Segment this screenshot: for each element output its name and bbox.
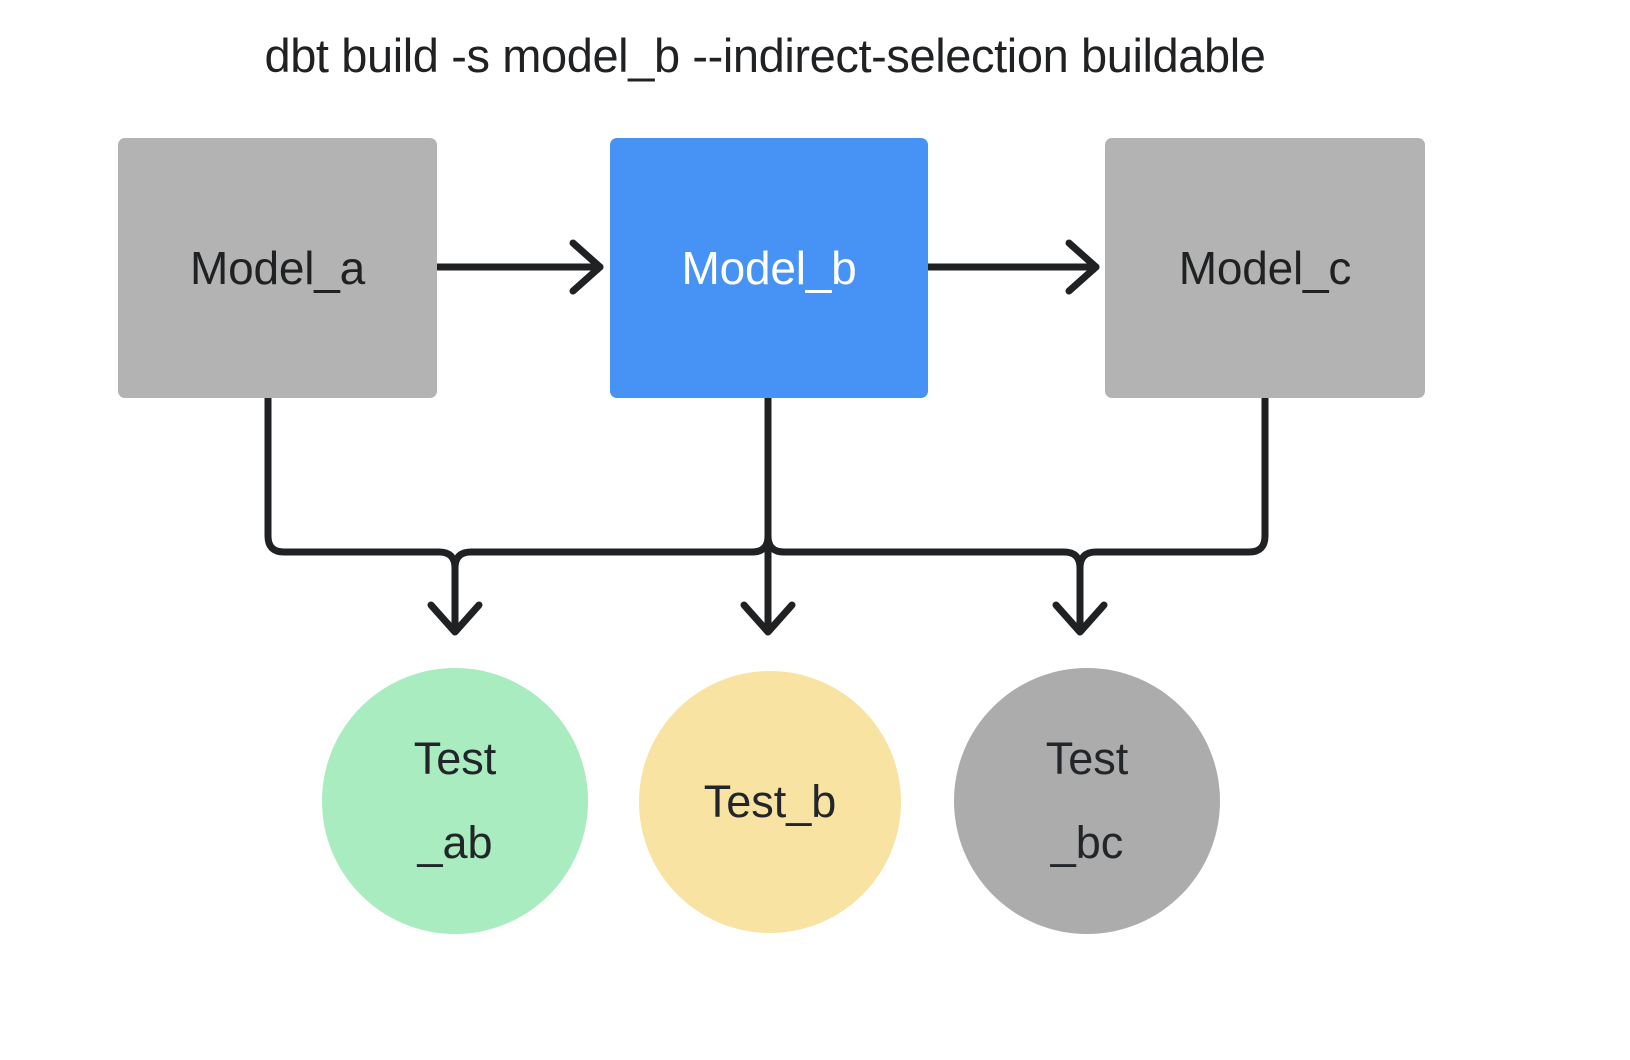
edge-model-a-to-test-ab	[264, 394, 483, 636]
node-test-bc[interactable]: Test _bc	[954, 668, 1220, 934]
node-model-a-label: Model_a	[189, 242, 366, 294]
node-model-c-label: Model_c	[1178, 242, 1352, 294]
edge-model-a-to-model-b	[433, 239, 604, 295]
edge-model-b-to-test-b	[740, 394, 796, 636]
node-model-b[interactable]: Model_b	[610, 138, 928, 398]
diagram-title: dbt build -s model_b --indirect-selectio…	[264, 29, 1266, 82]
edge-model-b-to-test-ab	[451, 394, 772, 572]
node-model-b-label: Model_b	[681, 242, 857, 294]
node-test-bc-label: Test _bc	[1045, 733, 1129, 868]
node-test-ab[interactable]: Test _ab	[322, 668, 588, 934]
edge-model-b-to-model-c	[924, 239, 1100, 295]
node-test-b-label: Test_b	[703, 776, 837, 827]
node-test-b[interactable]: Test_b	[639, 671, 901, 933]
node-model-a[interactable]: Model_a	[118, 138, 437, 398]
node-model-c[interactable]: Model_c	[1105, 138, 1425, 398]
edge-model-b-to-test-bc	[764, 394, 1108, 636]
edge-model-c-to-test-bc	[1076, 394, 1269, 572]
node-test-ab-label: Test _ab	[413, 733, 497, 868]
